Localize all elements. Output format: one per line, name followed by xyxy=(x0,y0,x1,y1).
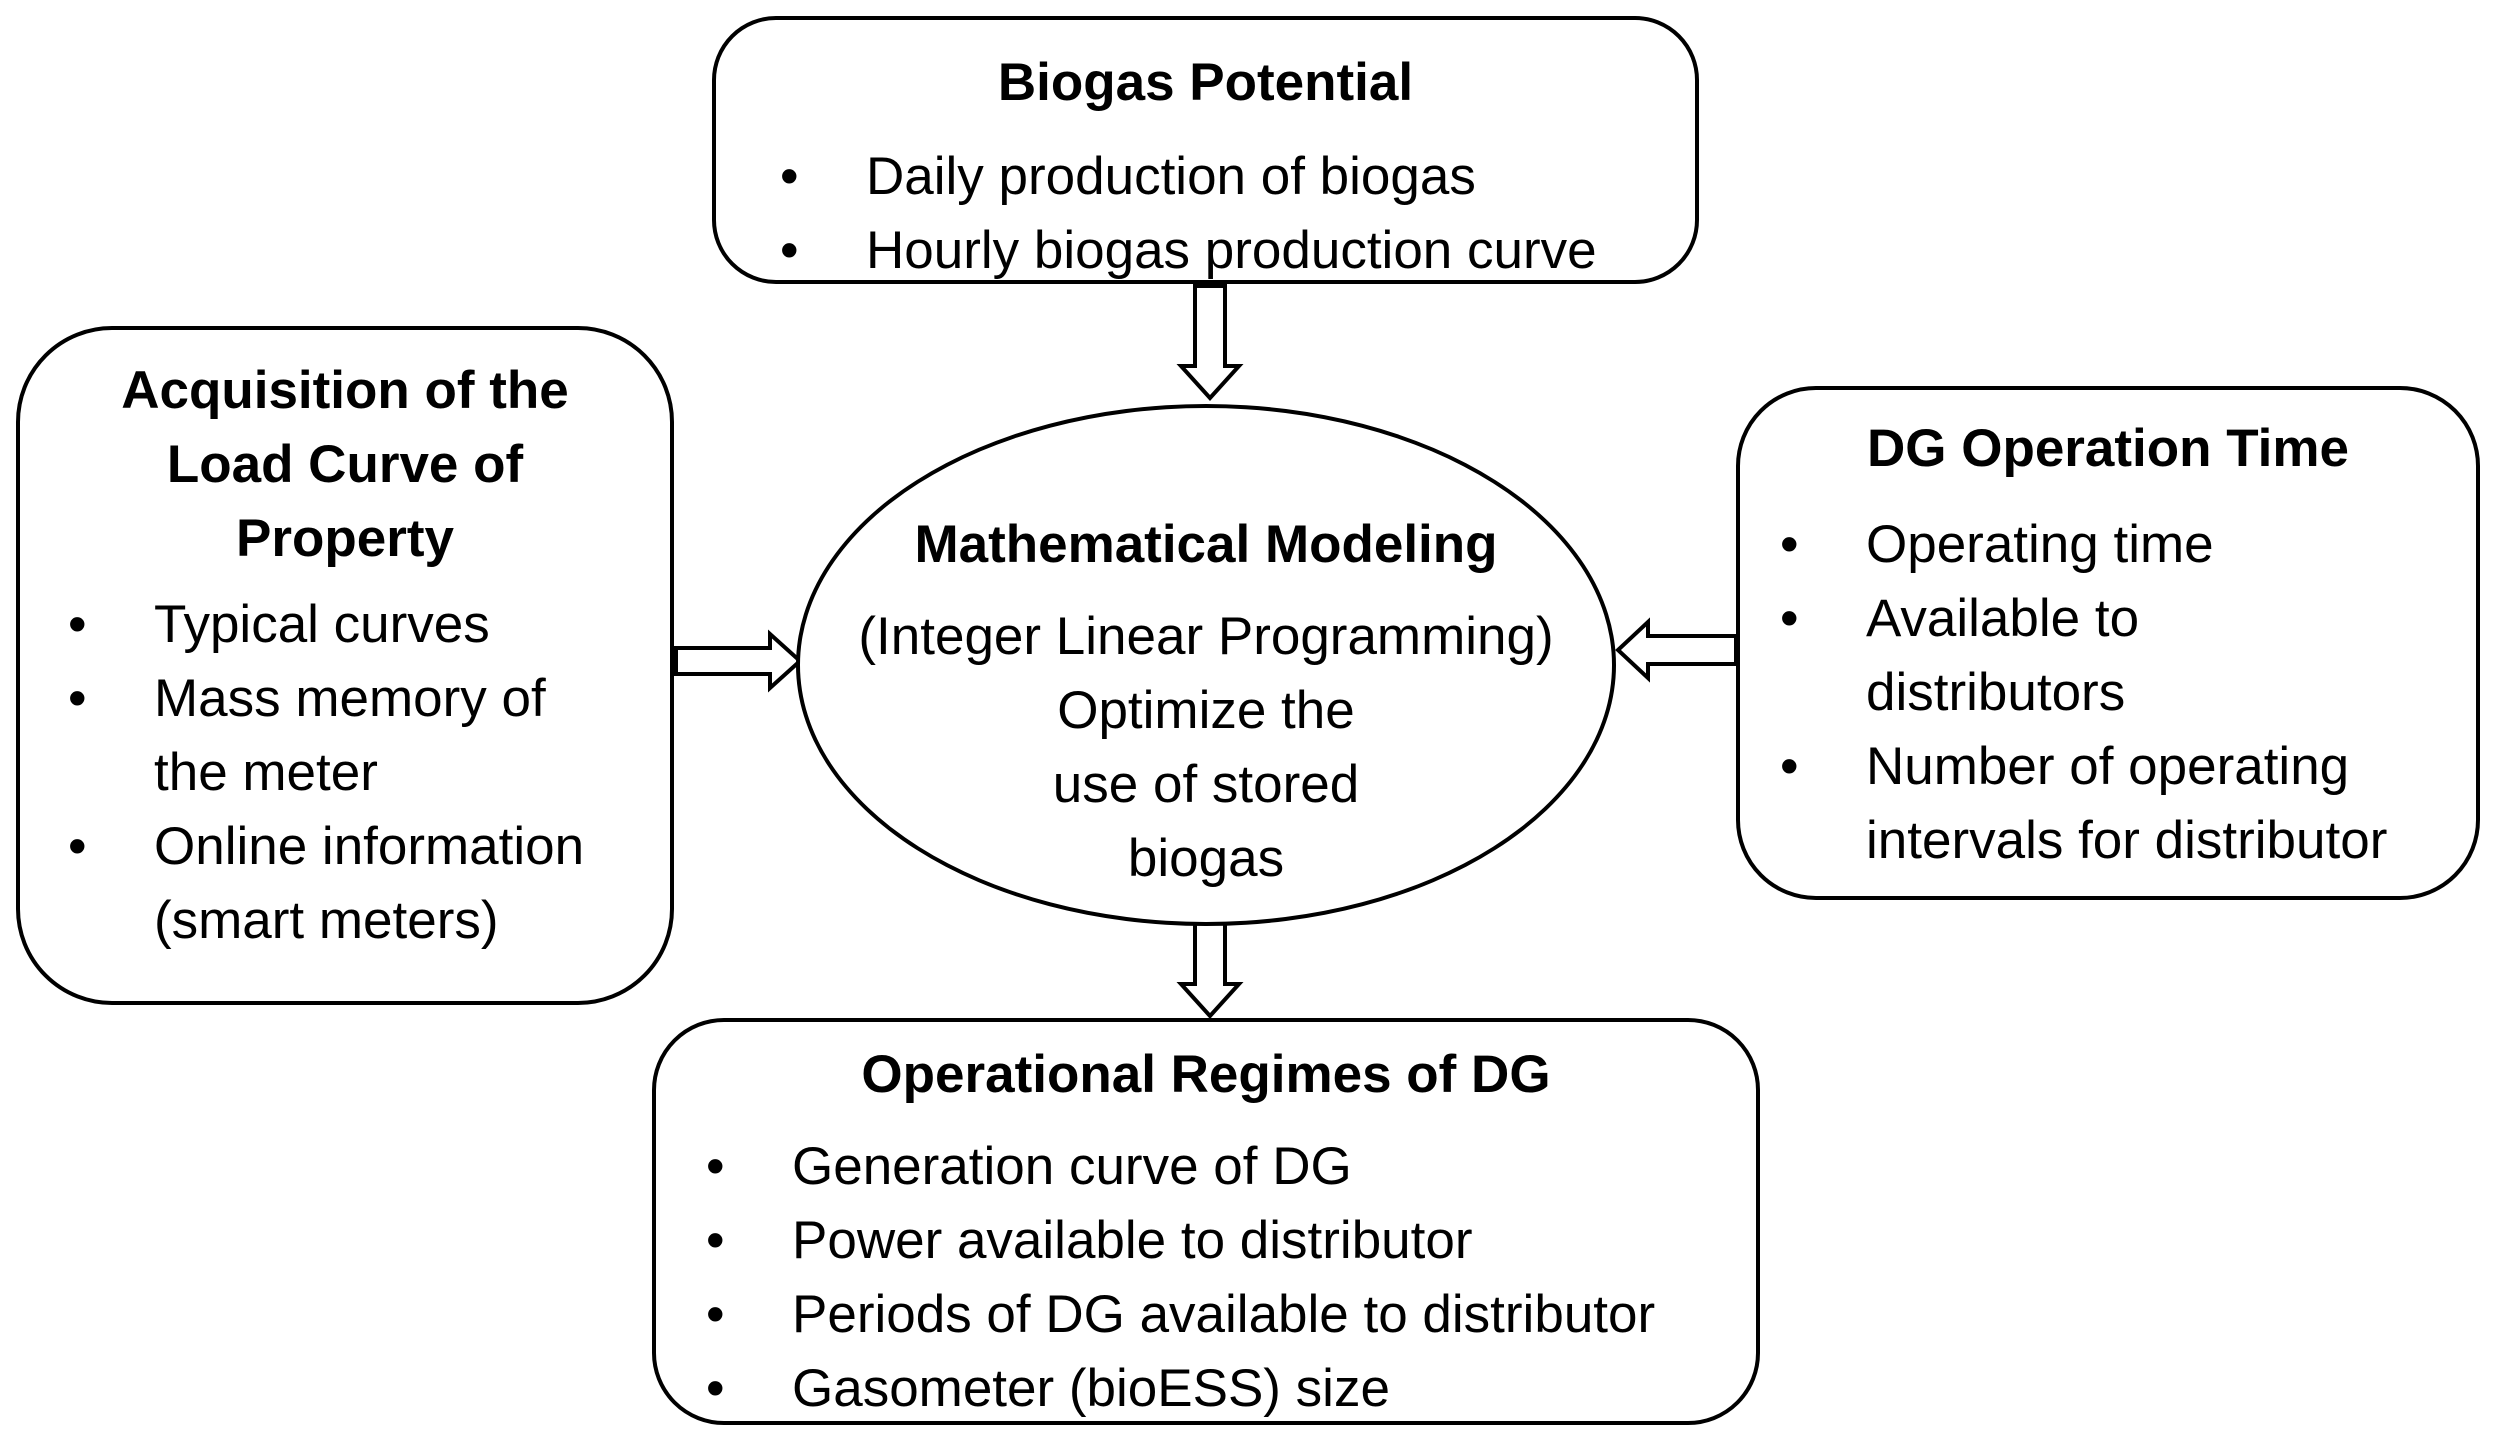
dg-operation-time-list: •Operating time •Available to distributo… xyxy=(1780,508,2466,878)
bullet-icon: • xyxy=(706,1211,725,1270)
bullet-icon: • xyxy=(68,669,87,728)
arrow-dgtime-to-modeling xyxy=(1615,617,1738,683)
modeling-subtitle: (Integer Linear Programming) xyxy=(858,607,1554,666)
list-item: •Generation curve of DG xyxy=(706,1130,1746,1204)
arrow-biogas-to-modeling xyxy=(1176,284,1244,401)
list-item: •Periods of DG available to distributor xyxy=(706,1278,1746,1352)
bullet-icon: • xyxy=(68,817,87,876)
operational-regimes-list: •Generation curve of DG •Power available… xyxy=(706,1130,1746,1426)
dg-operation-time-box: DG Operation Time •Operating time •Avail… xyxy=(1736,386,2480,900)
list-item: •Operating time xyxy=(1780,508,2466,582)
list-item: •Hourly biogas production curve xyxy=(780,214,1675,288)
biogas-potential-title: Biogas Potential xyxy=(997,53,1414,112)
operational-regimes-box: Operational Regimes of DG •Generation cu… xyxy=(652,1018,1760,1425)
bullet-icon: • xyxy=(68,595,87,654)
list-item: •Power available to distributor xyxy=(706,1204,1746,1278)
modeling-description: Optimize the use of stored biogas xyxy=(1052,681,1360,888)
list-item: •Online information (smart meters) xyxy=(68,810,650,958)
bullet-icon: • xyxy=(706,1359,725,1418)
bullet-icon: • xyxy=(706,1137,725,1196)
bullet-icon: • xyxy=(1780,737,1799,796)
operational-regimes-title: Operational Regimes of DG xyxy=(861,1045,1551,1104)
bullet-icon: • xyxy=(706,1285,725,1344)
list-item: •Daily production of biogas xyxy=(780,140,1675,214)
list-item: •Mass memory of the meter xyxy=(68,662,650,810)
list-item: •Available to distributors xyxy=(1780,582,2466,730)
modeling-title: Mathematical Modeling xyxy=(914,515,1498,574)
biogas-potential-box: Biogas Potential •Daily production of bi… xyxy=(712,16,1699,284)
bullet-icon: • xyxy=(780,147,799,206)
bullet-icon: • xyxy=(1780,515,1799,574)
mathematical-modeling-ellipse: Mathematical Modeling (Integer Linear Pr… xyxy=(796,404,1616,926)
load-curve-list: •Typical curves •Mass memory of the mete… xyxy=(68,588,650,958)
load-curve-box: Acquisition of the Load Curve of Propert… xyxy=(16,326,674,1005)
bullet-icon: • xyxy=(780,221,799,280)
list-item: •Number of operating intervals for distr… xyxy=(1780,730,2466,878)
biogas-potential-list: •Daily production of biogas •Hourly biog… xyxy=(780,140,1675,288)
arrow-modeling-to-regimes xyxy=(1176,918,1244,1019)
list-item: •Gasometer (bioESS) size xyxy=(706,1352,1746,1426)
bullet-icon: • xyxy=(1780,589,1799,648)
list-item: •Typical curves xyxy=(68,588,650,662)
load-curve-title: Acquisition of the Load Curve of Propert… xyxy=(121,361,569,568)
dg-operation-time-title: DG Operation Time xyxy=(1867,419,2349,478)
arrow-load-to-modeling xyxy=(674,629,803,693)
